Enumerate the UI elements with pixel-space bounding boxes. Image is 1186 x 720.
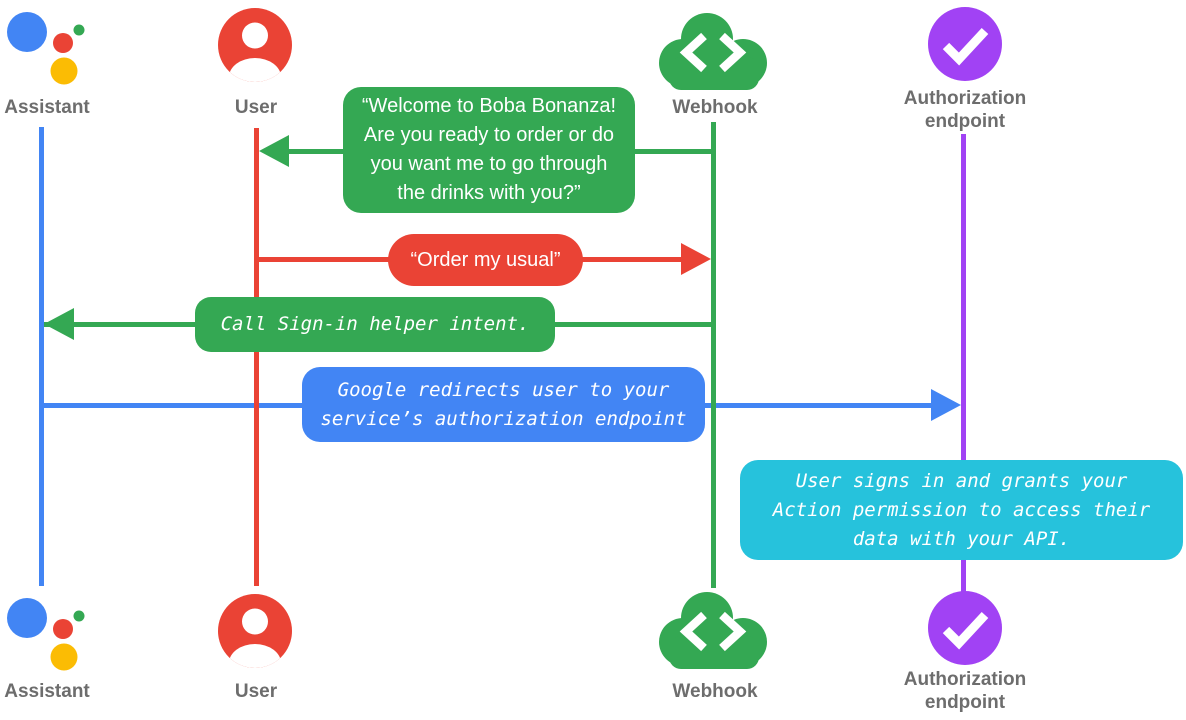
signin-helper-text: Call Sign-in helper intent. <box>220 313 530 335</box>
redirect-bubble: Google redirects user to your service’s … <box>302 367 705 442</box>
check-circle-icon <box>928 7 1002 81</box>
google-assistant-icon <box>7 598 85 671</box>
user-grants-note-bubble: User signs in and grants your Action per… <box>740 460 1183 560</box>
assistant-lifeline <box>39 127 44 586</box>
authorization-endpoint-label: Authorization endpoint <box>903 669 1027 713</box>
redirect-text: Google redirects user to your service’s … <box>320 378 687 430</box>
google-assistant-icon <box>7 12 85 85</box>
cloud-code-icon <box>659 13 767 90</box>
arrow-left-icon <box>259 135 289 167</box>
person-icon <box>218 8 292 82</box>
assistant-label: Assistant <box>4 681 90 702</box>
arrow-right-icon <box>681 243 711 275</box>
signin-helper-bubble: Call Sign-in helper intent. <box>195 297 555 352</box>
check-circle-icon <box>928 591 1002 665</box>
arrow-right-icon <box>931 389 961 421</box>
person-icon <box>218 594 292 668</box>
user-label: User <box>234 681 278 702</box>
user-lifeline <box>254 128 259 586</box>
arrow-left-icon <box>44 308 74 340</box>
webhook-label: Webhook <box>672 97 758 118</box>
assistant-label: Assistant <box>4 97 90 118</box>
order-message-bubble: “Order my usual” <box>388 234 583 286</box>
welcome-message-text: “Welcome to Boba Bonanza! Are you ready … <box>361 95 617 204</box>
order-message-text: “Order my usual” <box>410 248 561 271</box>
webhook-label: Webhook <box>672 681 758 702</box>
webhook-lifeline <box>711 122 716 588</box>
cloud-code-icon <box>659 592 767 669</box>
user-grants-note-text: User signs in and grants your Action per… <box>772 469 1151 550</box>
user-label: User <box>234 97 278 118</box>
welcome-message-bubble: “Welcome to Boba Bonanza! Are you ready … <box>343 87 635 213</box>
authorization-endpoint-label: Authorization endpoint <box>903 88 1027 132</box>
authorization-endpoint-lifeline <box>961 134 966 592</box>
